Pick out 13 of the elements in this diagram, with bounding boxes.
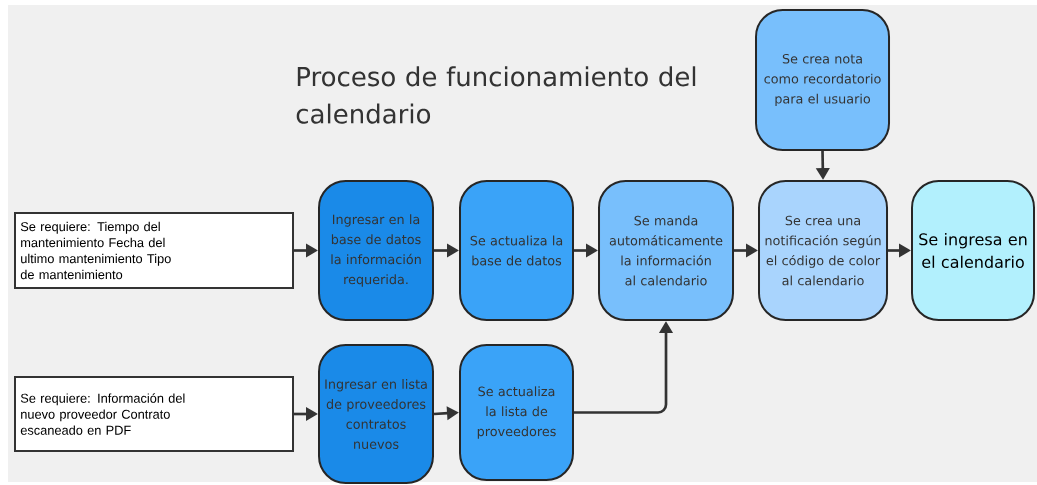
box-text: Se requiere: Información del nuevo proveedor Contrato escaneado en PDF	[20, 393, 185, 435]
process-box: Ingresar en lista de proveedores contratos nuevos	[318, 344, 434, 484]
process-box: Se manda automáticamente la información al calendario	[598, 180, 734, 321]
title: Proceso de funcionamiento del calendario	[296, 66, 696, 124]
process-box: Se actualiza la lista de proveedores	[459, 344, 574, 481]
process-box: Ingresar en la base de datos la información requerida.	[318, 180, 434, 321]
process-box: Se actualiza la base de datos	[459, 180, 574, 321]
box-text: Se requiere: Tiempo del mantenimiento Fecha del ultimo mantenimiento Tipo de mantenimiento	[20, 221, 171, 280]
process-box: Se crea una notificación según el código de color al calendario	[758, 180, 888, 321]
requirements-box	[14, 212, 294, 289]
process-box: Se ingresa en el calendario	[911, 180, 1035, 321]
requirements-box	[14, 376, 294, 452]
process-box: Se crea nota como recordatorio para el usuario	[755, 9, 890, 151]
